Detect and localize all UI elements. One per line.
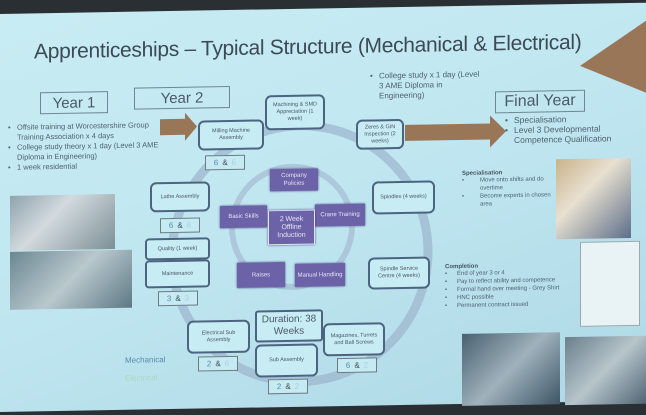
decor-triangle <box>580 20 646 93</box>
mech-count: 6 <box>213 158 219 168</box>
year2-label: Year 2 <box>134 85 230 110</box>
team-photo-2 <box>565 335 646 406</box>
induction-manual-handling: Manual Handling <box>295 262 345 287</box>
amp: & <box>175 293 181 303</box>
bullet: College study x 1 day (Level 3 AME Diplo… <box>370 70 480 102</box>
duration-box: Duration: 38 Weeks <box>255 309 323 343</box>
amp: & <box>354 360 360 370</box>
legend-electrical: Electrical <box>125 373 158 383</box>
module-milling: Milling Machine Assembly <box>198 119 264 151</box>
module-electrical-sub: Electrical Sub Assembly <box>187 319 250 354</box>
mech-count: 6 <box>168 220 174 231</box>
induction-basic-skills: Basic Skills <box>220 205 267 229</box>
certificate-image <box>580 240 640 327</box>
team-photo <box>462 332 560 406</box>
completion-block: Completion End of year 3 or 4 Pay to ref… <box>445 262 580 310</box>
arrow-final-year <box>405 115 506 148</box>
year2-college: College study x 1 day (Level 3 AME Diplo… <box>370 70 480 102</box>
arrow-year1 <box>160 112 197 141</box>
bullet: Level 3 Developmental Competence Qualifi… <box>505 123 630 146</box>
elec-count: 2 <box>363 360 369 370</box>
module-machining: Machining & SMD Appreciation (1 week) <box>265 94 325 131</box>
count-electrical-sub: 2&6 <box>198 355 238 372</box>
module-spindle-service: Spindle Service Centre (4 weeks) <box>368 256 430 290</box>
final-year-bullets: Specialisation Level 3 Developmental Com… <box>505 113 630 145</box>
amp: & <box>285 381 291 392</box>
year1-label: Year 1 <box>40 91 108 115</box>
induction-center: 2 Week Offline Induction <box>268 209 315 246</box>
count-lathe: 6&6 <box>160 217 200 234</box>
count-sub-assembly: 2&2 <box>268 378 308 395</box>
module-quality: Quality (1 week) <box>145 237 210 261</box>
year1-bullets: Offsite training at Worcestershire Group… <box>8 120 168 173</box>
amp: & <box>222 158 228 168</box>
workshop-photo <box>10 249 132 310</box>
elec-count: 2 <box>294 381 300 391</box>
module-zeres: Zeres & GIN Inspection (2 weeks) <box>356 118 404 150</box>
building-photo <box>10 193 115 251</box>
count-maintenance: 3&3 <box>158 290 198 307</box>
count-milling: 6&6 <box>205 154 245 171</box>
elec-count: 3 <box>184 293 190 303</box>
mech-count: 6 <box>345 360 351 370</box>
mech-count: 2 <box>206 359 212 369</box>
module-lathe: Lathe Assembly <box>150 181 210 213</box>
amp: & <box>215 359 221 369</box>
module-spindles: Spindles (4 weeks) <box>372 180 435 215</box>
bullet: College study theory x 1 day (Level 3 AM… <box>8 140 168 163</box>
bullet: Offsite training at Worcestershire Group… <box>8 120 168 143</box>
mech-count: 2 <box>276 382 282 392</box>
specialisation-block: Specialisation Move onto shifts and do o… <box>462 169 557 209</box>
induction-crane-training: Crane Training <box>315 203 365 227</box>
elec-count: 6 <box>186 220 192 230</box>
induction-company-policies: Company Policies <box>270 168 318 192</box>
apprentice-photo <box>556 157 631 240</box>
mech-count: 3 <box>166 294 172 304</box>
induction-raises: Raises <box>237 262 285 288</box>
amp: & <box>177 220 183 230</box>
bullet: Become experts in chosen area <box>462 191 557 209</box>
module-maintenance: Maintenance <box>145 259 210 289</box>
specialisation-bullets: Move onto shifts and do overtime Become … <box>462 175 557 209</box>
module-magazines: Magazines, Turrets and Ball Screws <box>323 322 385 357</box>
elec-count: 6 <box>231 157 237 167</box>
count-magazines: 6&2 <box>337 357 377 374</box>
legend-mechanical: Mechanical <box>125 355 166 365</box>
bullet: Move onto shifts and do overtime <box>462 175 557 193</box>
elec-count: 6 <box>224 359 230 369</box>
final-year-label: Final Year <box>495 89 585 114</box>
completion-bullets: End of year 3 or 4 Pay to reflect abilit… <box>445 268 580 310</box>
module-sub-assembly: Sub Assembly <box>255 343 318 378</box>
